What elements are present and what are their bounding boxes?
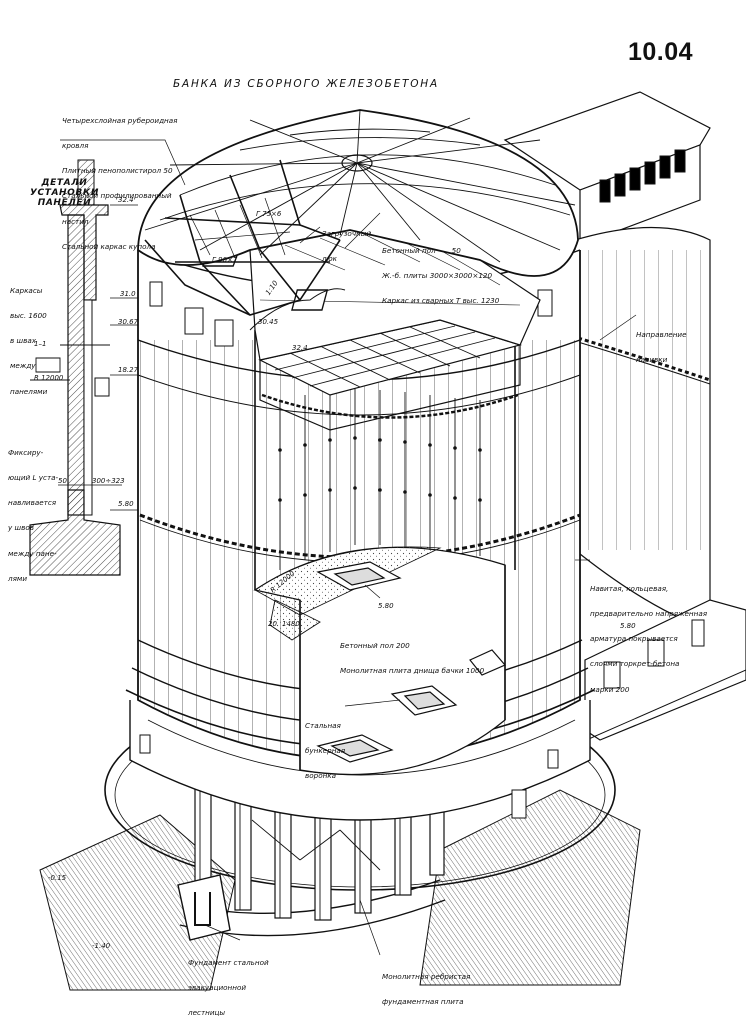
fixing-angle-note: Фиксиру- ющий L уста- навливается у швов… xyxy=(8,447,59,583)
dim-32-4-top: 32.4 xyxy=(292,344,308,352)
ribbed-slab-label: Монолитная ребристая фундаментная плита xyxy=(382,971,471,1007)
profile-75x6: Г 75×6 xyxy=(256,210,282,218)
floor-200-label: Бетонный пол 200 Монолитная плита днища … xyxy=(340,640,485,676)
roof-layers-label: Четырехслойная рубероидная кровля Плитны… xyxy=(62,115,178,251)
details-title: ДЕТАЛИ УСТАНОВКИ ПАНЕЛЕЙ xyxy=(30,178,99,208)
dim-32-4: 32.4 xyxy=(118,196,134,204)
dim-300-323: 300÷323 xyxy=(92,477,125,485)
steel-hopper-label: Стальная бункерная воронка xyxy=(305,720,346,781)
drawing-title: БАНКА ИЗ СБОРНОГО ЖЕЛЕЗОБЕТОНА xyxy=(173,78,439,90)
stair-foundation-label: Фундамент стальной эвакуационной лестниц… xyxy=(188,957,269,1018)
detail-radius: R 12000 xyxy=(34,374,64,382)
dim-30-67: 30.67 xyxy=(118,318,139,326)
winding-direction-label: Направление навивки xyxy=(636,329,687,365)
dome-roof xyxy=(137,109,579,331)
leader-lines xyxy=(60,139,637,956)
dim-30-45: 30.45 xyxy=(258,318,279,326)
level-minus-1-40: -1.40 xyxy=(92,942,111,950)
dim-5-80-annex: 5.80 xyxy=(620,622,636,630)
level-minus-0-15: -0.15 xyxy=(48,874,67,882)
loading-hatch-label: Загрузочный люк xyxy=(322,228,372,264)
dim-50: 50 xyxy=(58,477,67,485)
dim-18-27: 18.27 xyxy=(118,366,139,374)
concrete-floor-label: Бетонный пол 50 Ж.-б. плиты 3000×3000×12… xyxy=(382,245,500,306)
profile-90x7: Г 90×7 xyxy=(212,256,238,264)
dim-5-80-floor: 5.80 xyxy=(378,602,394,610)
sheet-number: 10.04 xyxy=(628,38,694,66)
panel-details-section xyxy=(29,159,138,576)
dim-31-0: 31.0 xyxy=(120,290,136,298)
section-mark: 1–1 xyxy=(34,340,47,348)
frames-note: Каркасы выс. 1600 в швах между панелями xyxy=(10,285,48,396)
prestressed-winding-label: Навитая, кольцевая, предварительно напря… xyxy=(590,583,708,694)
dim-1480: 1480 xyxy=(282,620,300,628)
dim-5-80: 5.80 xyxy=(118,500,134,508)
dim-20: 20 xyxy=(268,620,277,628)
